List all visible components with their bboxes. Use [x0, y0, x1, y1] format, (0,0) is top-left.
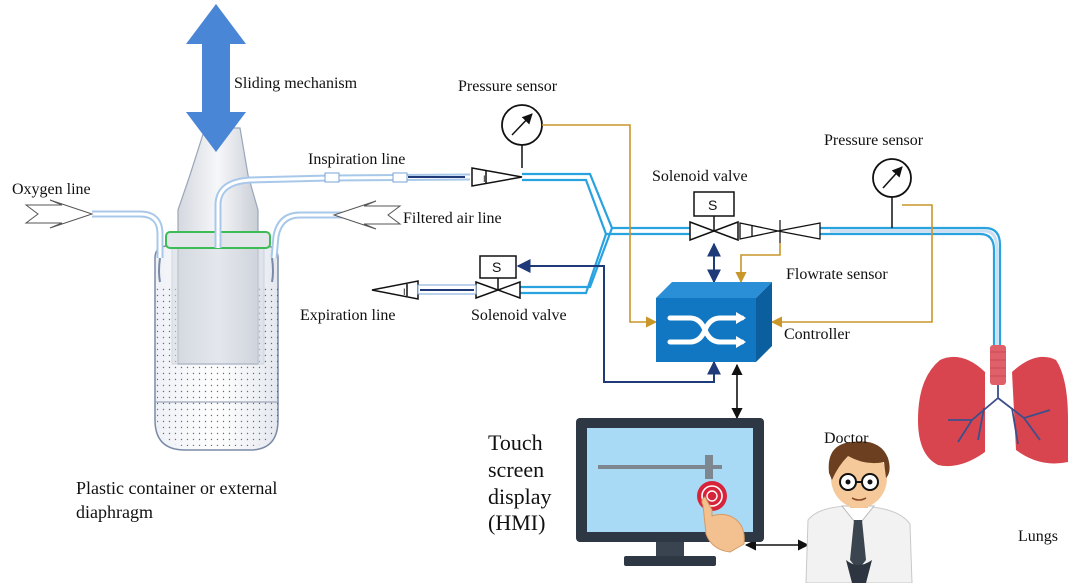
hmi-label-line1: Touch: [488, 430, 543, 455]
filtered-air-tube: [270, 211, 348, 259]
filtered-air-inlet-arrow: [332, 200, 402, 230]
oxygen-inlet-arrow: [24, 199, 94, 229]
container-label-line1: Plastic container or external: [76, 478, 278, 498]
filtered-air-line-label: Filtered air line: [403, 210, 502, 227]
doctor-figure: [805, 441, 913, 583]
pressure-sensor-1: [501, 104, 543, 168]
valve-s-top: S: [708, 197, 717, 213]
touch-screen-monitor: [576, 418, 764, 566]
controller-box: [656, 282, 772, 362]
controller-icon: [667, 315, 745, 345]
solenoid-valve-top-label: Solenoid valve: [652, 168, 748, 185]
solenoid-valve-bottom-label: Solenoid valve: [471, 307, 567, 324]
expiration-outlet: I: [371, 280, 477, 300]
lungs-figure: [918, 345, 1068, 467]
touch-hand: [701, 496, 745, 553]
doctor-label: Doctor: [824, 430, 869, 447]
pressure-sensor-2-label: Pressure sensor: [824, 132, 924, 149]
oxygen-line-label: Oxygen line: [12, 181, 91, 198]
expiration-line-label: Expiration line: [300, 307, 396, 324]
lungs-label: Lungs: [1018, 528, 1058, 545]
hmi-label-line3: display: [488, 483, 552, 509]
pressure-sensor-2: [872, 158, 912, 228]
control-wires: [516, 124, 933, 551]
flowrate-sensor: [739, 220, 821, 243]
hmi-label-line2: screen: [488, 456, 545, 482]
solenoid-valve-bottom: S: [475, 255, 521, 300]
controller-label: Controller: [784, 326, 850, 343]
bronchi: [948, 385, 1051, 445]
inspiration-check-valve: I: [471, 167, 523, 187]
container-label-line2: diaphragm: [76, 502, 153, 522]
hmi-label-line4: (HMI): [488, 510, 546, 536]
sliding-arrow: [186, 4, 246, 152]
valve-s-bottom: S: [492, 259, 501, 275]
svg-text:I: I: [403, 287, 406, 297]
pressure-sensor-1-label: Pressure sensor: [458, 78, 558, 95]
hmi-label: Touch screen display (HMI): [488, 430, 552, 537]
flow-symbol: I: [483, 174, 486, 184]
inspiration-line-label: Inspiration line: [308, 151, 406, 168]
solenoid-valve-top: S: [689, 191, 739, 242]
tubes: [92, 172, 471, 259]
oxygen-tube: [92, 210, 164, 258]
sliding-mechanism-label: Sliding mechanism: [234, 75, 358, 92]
flowrate-sensor-label: Flowrate sensor: [786, 266, 888, 283]
